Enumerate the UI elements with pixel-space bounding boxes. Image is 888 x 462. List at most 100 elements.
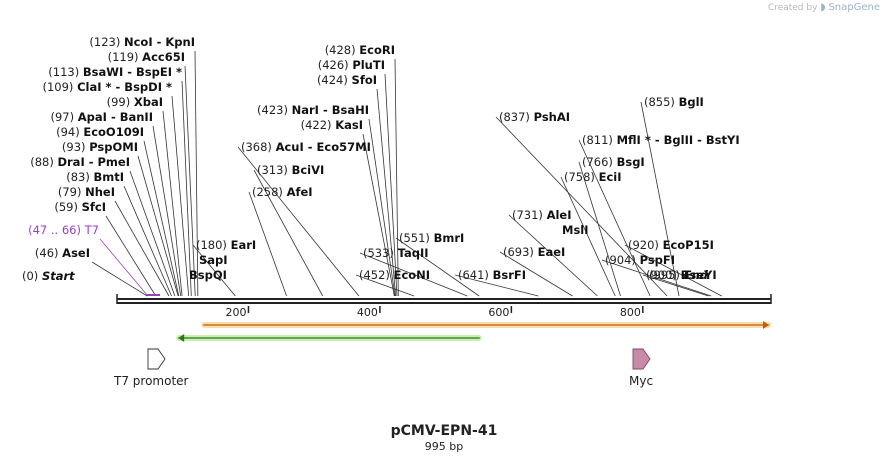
enzyme-label-taqii-27: (533) TaqII — [363, 246, 429, 260]
enzyme-position: (97) — [51, 110, 78, 124]
orf-arrow-reverse — [176, 334, 482, 342]
enzyme-name: NarI - BsaHI — [292, 103, 369, 117]
enzyme-position: (995) — [649, 268, 684, 282]
enzyme-name: T7 — [84, 223, 99, 237]
leader-line-eari-15 — [192, 244, 236, 297]
enzyme-name: AfeI — [287, 185, 313, 199]
enzyme-name: KasI — [335, 118, 363, 132]
enzyme-name: PshAI — [534, 110, 570, 124]
leader-line-pluti-24 — [384, 73, 398, 297]
feature-arrow-t7-promoter — [147, 348, 166, 370]
enzyme-name: EaeI — [538, 245, 566, 259]
enzyme-position: (641) — [458, 268, 493, 282]
enzyme-name: ApaI - BanII — [78, 110, 153, 124]
leader-line-pspomi-7 — [137, 155, 179, 297]
enzyme-name: EcoNI — [394, 268, 430, 282]
enzyme-label-sapi-16: SapI — [199, 253, 228, 267]
enzyme-name: EcoP15I — [663, 238, 714, 252]
feature-label-t7-promoter: T7 promoter — [114, 374, 189, 388]
enzyme-labels: (0) Start(46) AseI(47 .. 66) T7(59) SfcI… — [22, 35, 740, 283]
leader-line-ecori-25 — [394, 58, 399, 297]
leader-line-taqii-27 — [359, 252, 468, 297]
leader-line-bseyi-38 — [642, 274, 709, 297]
leader-line-clai-bspdi-11 — [171, 95, 190, 297]
orf-arrows — [176, 321, 771, 342]
enzyme-name: SapI — [199, 253, 228, 267]
enzyme-name: BglI — [679, 95, 704, 109]
enzyme-position: (123) — [89, 35, 124, 49]
feature-arrows — [147, 348, 651, 370]
enzyme-position: (693) — [503, 245, 538, 259]
enzyme-position: (59) — [54, 200, 81, 214]
enzyme-position: (109) — [43, 80, 78, 94]
enzyme-name: DraI - PmeI — [57, 155, 130, 169]
enzyme-name: Acc65I — [142, 50, 185, 64]
enzyme-label-acc65i-13: (119) Acc65I — [108, 50, 185, 64]
enzyme-label-afei-18: (258) AfeI — [252, 185, 313, 199]
leader-line-alei-31 — [508, 214, 598, 297]
enzyme-name: BseYI — [681, 268, 717, 282]
ruler-tick-label: 800 — [620, 306, 641, 319]
enzyme-name: BsaWI - BspEI * — [83, 65, 182, 79]
enzyme-label-mfli-bglii-bstyi-35: (811) MflI * - BglII - BstYI — [582, 133, 740, 147]
enzyme-label-bmri-28: (551) BmrI — [399, 231, 464, 245]
enzyme-label-ncoi-kpni-14: (123) NcoI - KpnI — [89, 35, 195, 49]
enzyme-name: AleI — [547, 208, 572, 222]
leader-line-bsawi-bspei-12 — [181, 80, 192, 297]
enzyme-position: (313) — [257, 163, 292, 177]
leader-line-bmti-5 — [123, 185, 172, 297]
enzyme-position: (119) — [108, 50, 143, 64]
enzyme-label-bsgi-34: (766) BsgI — [582, 155, 645, 169]
enzyme-label-pluti-24: (426) PluTI — [318, 58, 385, 72]
enzyme-position: (47 .. 66) — [28, 223, 85, 237]
enzyme-label-ecori-25: (428) EcoRI — [325, 43, 395, 57]
enzyme-position: (368) — [241, 140, 276, 154]
leader-line-bgli-37 — [640, 101, 680, 297]
enzyme-position: (180) — [196, 238, 231, 252]
plasmid-size: 995 bp — [424, 440, 464, 453]
enzyme-name: PluTI — [352, 58, 385, 72]
enzyme-position: (758) — [564, 170, 599, 184]
leader-line-ecop15i-40 — [624, 244, 722, 297]
feature-label-myc: Myc — [629, 374, 654, 388]
enzyme-position: (0) — [22, 269, 42, 283]
enzyme-position: (731) — [512, 208, 547, 222]
leader-line-econi-26 — [355, 274, 415, 297]
enzyme-name: MslI — [562, 223, 589, 237]
ruler-tick-label: 200 — [225, 306, 246, 319]
enzyme-name: BsgI — [617, 155, 645, 169]
snapgene-brand: Created by ◗ SnapGene — [768, 2, 880, 13]
enzyme-position: (113) — [48, 65, 83, 79]
enzyme-position: (83) — [66, 170, 93, 184]
enzyme-name: BmrI — [434, 231, 465, 245]
enzyme-name: AseI — [62, 246, 90, 260]
leader-line-eaei-30 — [499, 251, 573, 297]
ruler-tick-label: 600 — [488, 306, 509, 319]
enzyme-name: BsrFI — [493, 268, 526, 282]
leader-line-sfci-3 — [105, 215, 157, 297]
enzyme-name: PspOMI — [89, 140, 138, 154]
enzyme-name: BspQI — [189, 268, 227, 282]
enzyme-name: Start — [42, 269, 75, 283]
leader-line-bsrfi-29 — [454, 274, 539, 297]
enzyme-position: (452) — [359, 268, 394, 282]
enzyme-name: TaqII — [398, 246, 429, 260]
enzyme-label-pspomi-7: (93) PspOMI — [62, 140, 138, 154]
enzyme-label-bsawi-bspei-12: (113) BsaWI - BspEI * — [48, 65, 182, 79]
enzyme-position: (811) — [582, 133, 617, 147]
enzyme-label-acui-eco57mi-20: (368) AcuI - Eco57MI — [241, 140, 371, 154]
enzyme-name: EcoRI — [359, 43, 395, 57]
enzyme-name: End — [684, 268, 709, 282]
enzyme-position: (551) — [399, 231, 434, 245]
enzyme-label-end-41: (995) End — [649, 268, 709, 282]
leader-line-bcivi-19 — [253, 169, 324, 297]
enzyme-label-eari-15: (180) EarI — [196, 238, 256, 252]
leader-line-pspfi-39 — [601, 259, 712, 297]
enzyme-label-pshai-36: (837) PshAI — [499, 110, 570, 124]
enzyme-label-ecii-33: (758) EciI — [564, 170, 622, 184]
plasmid-name: pCMV-EPN-41 — [390, 423, 498, 439]
enzyme-position: (920) — [628, 238, 663, 252]
leader-line-ecii-33 — [560, 176, 616, 297]
enzyme-position: (88) — [30, 155, 57, 169]
leader-line-acc65i-13 — [184, 65, 196, 297]
